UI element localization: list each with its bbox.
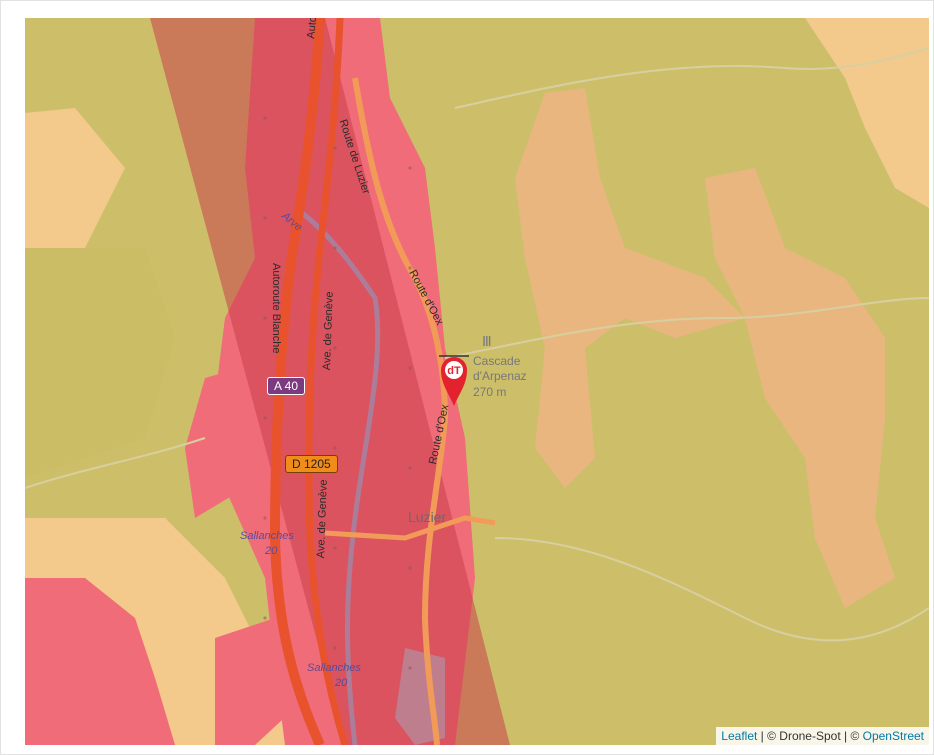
map-attribution: Leaflet | © Drone-Spot | © OpenStreet [716,727,929,745]
road-shield-d1205: D 1205 [285,455,338,473]
leaflet-link[interactable]: Leaflet [721,729,758,743]
terrain-shade [25,248,175,478]
place-label-cascade: d'Arpenaz [473,369,527,383]
track [444,297,929,359]
road-label-autoroute-blanche: Autoroute Blanche [270,263,282,354]
corridor-zone [150,18,510,745]
waterfall-icon: Ⅲ [482,333,492,349]
admin-label-sallanches: Sallanches [240,530,294,542]
motorway [305,18,349,745]
admin-label-sallanches-number: 20 [265,545,278,557]
openstreetmap-link[interactable]: OpenStreet [862,729,924,743]
beige-patch [805,18,929,208]
place-label-luzier: Luzier [408,509,447,525]
rock-area [515,88,745,488]
place-label-elevation: 270 m [473,385,507,399]
grid-points [263,116,412,670]
admin-label-sallanches-number: 20 [335,677,348,689]
beige-patch [25,108,125,248]
road-shield-a40: A 40 [267,377,306,395]
route-doex [352,77,449,745]
restricted-zone [25,578,175,745]
road [324,515,496,541]
track [25,437,206,489]
river-arve [293,205,381,745]
admin-label-sallanches: Sallanches [307,662,361,674]
restricted-zone [215,618,295,745]
track [494,537,929,642]
drone-spot-marker[interactable]: dT [439,352,469,408]
rock-area [705,168,895,608]
attribution-text: | © Drone-Spot | © [757,729,863,743]
restricted-zone [185,368,245,518]
place-label-cascade: Cascade [473,354,521,368]
drone-spot-marker-icon: dT [439,355,469,406]
svg-text:dT: dT [447,365,461,377]
track [454,47,929,109]
map-canvas[interactable]: Autoroute Route de Luzier Route d'Oex Ro… [25,18,929,745]
